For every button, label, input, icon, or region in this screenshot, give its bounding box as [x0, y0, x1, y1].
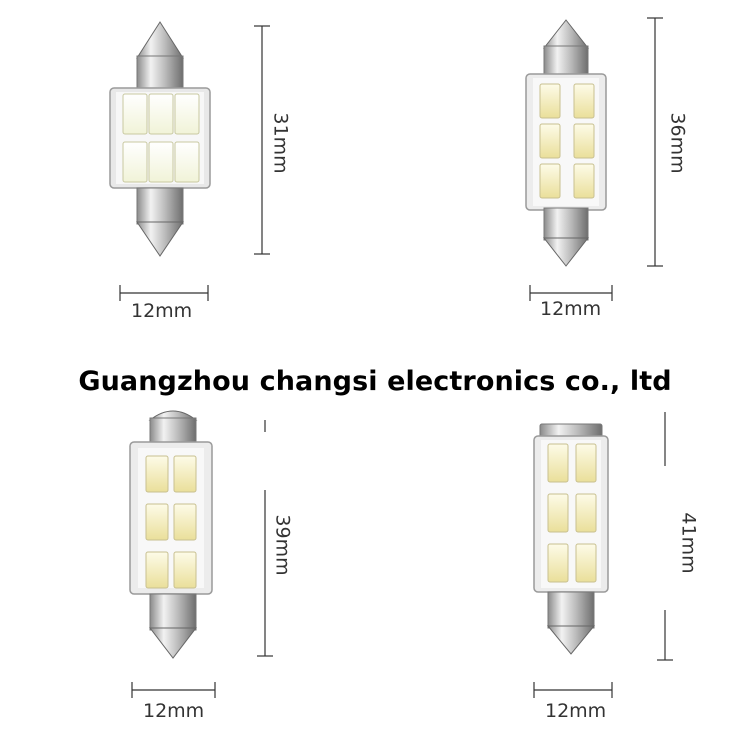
- length-label-1: 31mm: [269, 112, 292, 174]
- width-label-4: 12mm: [545, 700, 607, 722]
- bulb-41mm: [533, 412, 673, 698]
- led-chips: [145, 455, 197, 589]
- led-chips: [122, 93, 200, 183]
- company-watermark: Guangzhou changsi electronics co., ltd: [78, 366, 672, 397]
- length-label-3: 39mm: [271, 514, 294, 576]
- bulb-31mm: [109, 21, 270, 301]
- bulb-36mm: [525, 17, 663, 301]
- width-label-3: 12mm: [143, 700, 205, 722]
- width-label-1: 12mm: [131, 300, 193, 322]
- length-label-2: 36mm: [666, 112, 689, 174]
- led-chips: [539, 83, 595, 199]
- length-label-4: 41mm: [677, 512, 700, 574]
- bulb-39mm: [129, 410, 273, 698]
- led-chips: [547, 443, 597, 583]
- width-label-2: 12mm: [540, 298, 602, 320]
